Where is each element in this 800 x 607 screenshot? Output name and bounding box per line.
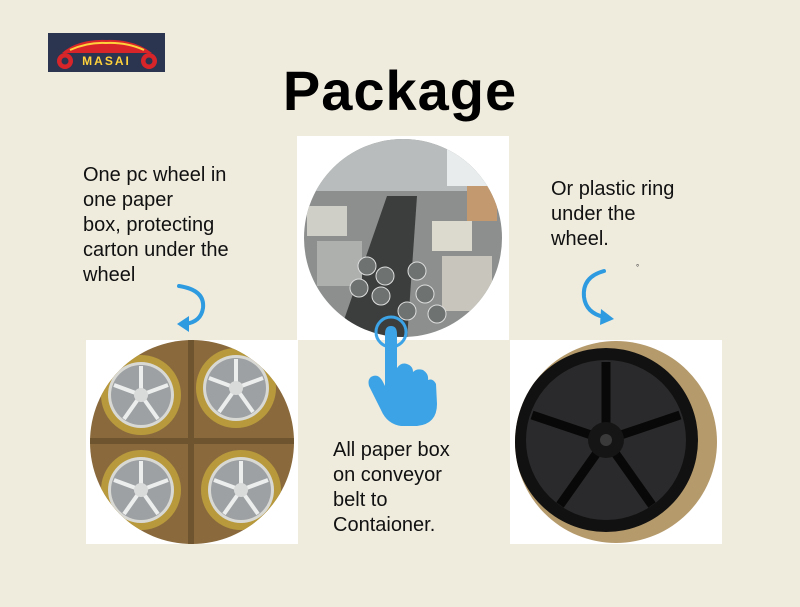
car-logo-icon bbox=[57, 39, 157, 69]
curved-arrow-icon bbox=[581, 269, 614, 325]
pointing-hand-icon bbox=[368, 315, 437, 426]
factory-conveyor-photo bbox=[297, 136, 509, 340]
logo-text: MASAI bbox=[82, 54, 131, 68]
black-wheel-photo bbox=[510, 340, 722, 544]
stray-mark: ° bbox=[636, 263, 640, 272]
boxed-wheels-photo bbox=[86, 340, 298, 544]
caption-plastic-ring: Or plastic ring under the wheel. bbox=[551, 178, 675, 250]
caption-paper-box: One pc wheel in one paper box, protectin… bbox=[83, 164, 229, 286]
page-title: Package bbox=[282, 59, 518, 122]
curved-arrow-icon bbox=[177, 284, 206, 332]
brand-logo: MASAI bbox=[48, 33, 165, 72]
caption-conveyor: All paper box on conveyor belt to Contai… bbox=[333, 439, 450, 536]
